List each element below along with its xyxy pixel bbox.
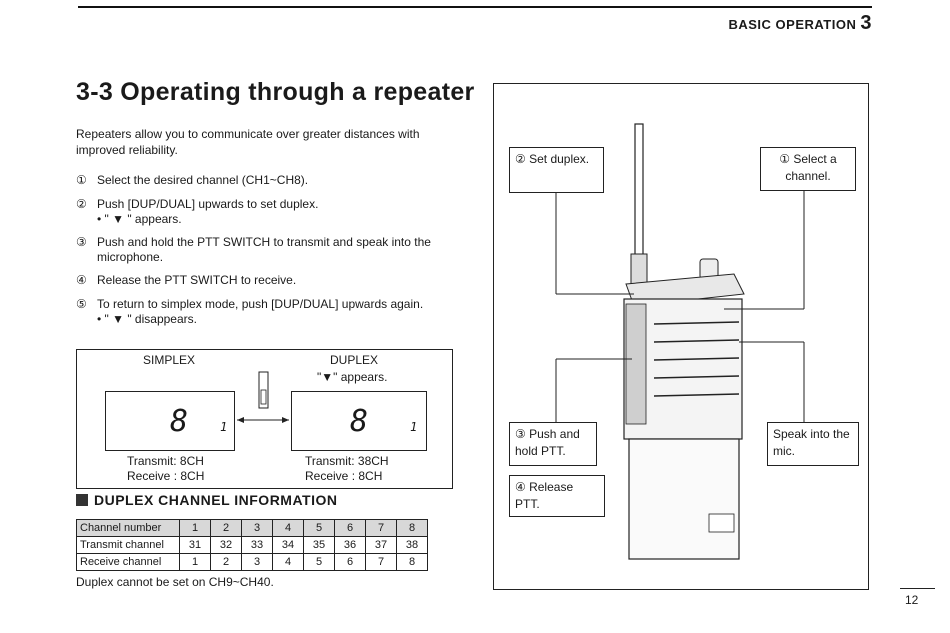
table-header-row: Channel number 1 2 3 4 5 6 7 8 <box>76 519 428 537</box>
radio-illustration <box>555 123 805 560</box>
table-cell: 4 <box>272 553 304 571</box>
step-5: ⑤ To return to simplex mode, push [DUP/D… <box>76 297 456 327</box>
step-text: Release the PTT SWITCH to receive. <box>97 273 297 287</box>
intro-text: Repeaters allow you to communicate over … <box>76 127 420 157</box>
table-cell: 37 <box>365 536 397 554</box>
step-subnote: • " ▼ " disappears. <box>97 312 197 326</box>
table-cell: 34 <box>272 536 304 554</box>
antenna-base <box>630 253 648 285</box>
duplex-receive: Receive : 8CH <box>305 469 383 483</box>
page-rule <box>900 588 935 589</box>
table-header-cell: 7 <box>365 519 397 537</box>
step-1: ① Select the desired channel (CH1~CH8). <box>76 173 456 188</box>
lcd-digit: 8 <box>170 404 189 439</box>
step-4: ④ Release the PTT SWITCH to receive. <box>76 273 456 288</box>
table-cell: Transmit channel <box>76 536 180 554</box>
step-subnote: • " ▼ " appears. <box>97 212 182 226</box>
table-row: Transmit channel 31 32 33 34 35 36 37 38 <box>76 536 428 554</box>
lcd-small-digit: 1 <box>220 420 228 434</box>
table-row: Receive channel 1 2 3 4 5 6 7 8 <box>76 553 428 571</box>
duplex-label: DUPLEX <box>330 353 379 367</box>
table-cell: 7 <box>365 553 397 571</box>
step-number: ② <box>76 197 87 211</box>
callout-release: ④ Release PTT. <box>509 475 605 517</box>
page-number: 12 <box>905 593 919 607</box>
section-number: 3 <box>860 12 872 34</box>
table-cell: 38 <box>396 536 428 554</box>
duplex-lcd: 8 1 <box>291 391 427 451</box>
radio-side-grip <box>625 303 647 425</box>
step-3: ③ Push and hold the PTT SWITCH to transm… <box>76 235 456 265</box>
callout-push-hold: ③ Push and hold PTT. <box>509 422 597 466</box>
step-number: ⑤ <box>76 297 87 311</box>
step-number: ③ <box>76 235 87 249</box>
simplex-receive: Receive : 8CH <box>127 469 205 483</box>
step-text: Select the desired channel (CH1~CH8). <box>97 173 309 187</box>
duplex-note: Duplex cannot be set on CH9~CH40. <box>76 575 274 589</box>
simplex-label: SIMPLEX <box>143 353 196 367</box>
antenna-shape <box>634 123 644 260</box>
switch-arrow-right <box>282 417 289 423</box>
heading-square-icon <box>76 494 88 506</box>
simplex-transmit: Transmit: 8CH <box>127 454 204 468</box>
table-cell: Receive channel <box>76 553 180 571</box>
section-label: BASIC OPERATION <box>728 17 857 32</box>
page-title: 3-3 Operating through a repeater <box>76 78 475 106</box>
table-cell: 31 <box>179 536 211 554</box>
duplex-channel-table: Channel number 1 2 3 4 5 6 7 8 Transmit … <box>76 519 428 571</box>
table-cell: 6 <box>334 553 366 571</box>
step-number: ① <box>76 173 87 187</box>
table-header-cell: 4 <box>272 519 304 537</box>
table-cell: 5 <box>303 553 335 571</box>
table-header-cell: 6 <box>334 519 366 537</box>
table-cell: 8 <box>396 553 428 571</box>
step-text: Push [DUP/DUAL] upwards to set duplex. <box>97 197 319 211</box>
battery-pack <box>628 438 740 560</box>
step-number: ④ <box>76 273 87 287</box>
dup-switch-shape <box>258 371 269 409</box>
table-header-cell: 1 <box>179 519 211 537</box>
simplex-lcd: 8 1 <box>105 391 235 451</box>
table-header-cell: 8 <box>396 519 428 537</box>
switch-arrow-left <box>237 417 244 423</box>
table-cell: 36 <box>334 536 366 554</box>
table-cell: 33 <box>241 536 273 554</box>
dup-switch-knob <box>260 389 267 405</box>
radio-illustration-panel: ② Set duplex. ① Select a channel. ③ Push… <box>493 83 869 590</box>
duplex-channels: Transmit: 38CH Receive : 8CH <box>305 454 389 484</box>
duplex-transmit: Transmit: 38CH <box>305 454 389 468</box>
table-cell: 35 <box>303 536 335 554</box>
top-rule <box>78 6 872 8</box>
table-header-cell: Channel number <box>76 519 180 537</box>
table-cell: 2 <box>210 553 242 571</box>
simplex-channels: Transmit: 8CH Receive : 8CH <box>127 454 204 484</box>
table-header-cell: 5 <box>303 519 335 537</box>
lcd-small-digit: 1 <box>410 420 418 434</box>
step-2: ② Push [DUP/DUAL] upwards to set duplex.… <box>76 197 456 227</box>
duplex-info-heading: DUPLEX CHANNEL INFORMATION <box>76 492 337 508</box>
table-cell: 32 <box>210 536 242 554</box>
table-cell: 3 <box>241 553 273 571</box>
step-text: To return to simplex mode, push [DUP/DUA… <box>97 297 424 311</box>
table-header-cell: 2 <box>210 519 242 537</box>
callout-select-channel: ① Select a channel. <box>760 147 856 191</box>
lcd-digit: 8 <box>350 404 369 439</box>
step-text: Push and hold the PTT SWITCH to transmit… <box>97 235 431 264</box>
table-cell: 1 <box>179 553 211 571</box>
callout-speak: Speak into the mic. <box>767 422 859 466</box>
simplex-duplex-diagram: SIMPLEX DUPLEX "▼" appears. 8 1 8 1 Tran… <box>76 349 453 489</box>
duplex-appears-label: "▼" appears. <box>317 370 388 384</box>
duplex-info-heading-text: DUPLEX CHANNEL INFORMATION <box>94 492 338 508</box>
table-header-cell: 3 <box>241 519 273 537</box>
callout-set-duplex: ② Set duplex. <box>509 147 604 193</box>
